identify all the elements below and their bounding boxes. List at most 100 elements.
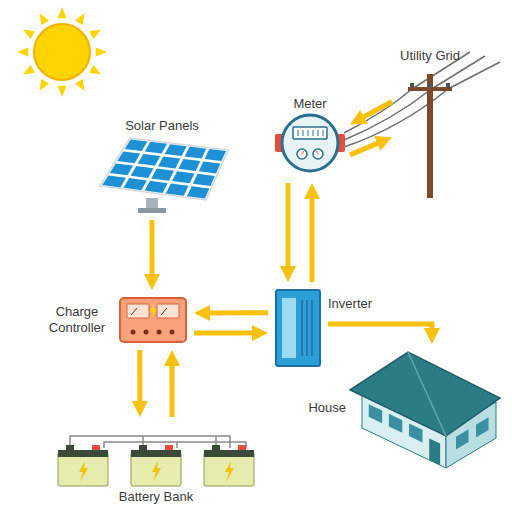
- battery-bank-icon: [225, 461, 234, 482]
- house-window: [429, 438, 440, 465]
- panel-cell: [145, 142, 167, 154]
- energy-flow-arrow: [350, 142, 381, 155]
- solar-panel-node: Solar Panels: [100, 138, 228, 212]
- sun-disc: [34, 24, 90, 80]
- panel-cell: [205, 149, 226, 161]
- inverter-node: Inverter: [276, 290, 320, 366]
- panel-cell: [110, 163, 133, 175]
- battery-bank-icon: [152, 461, 161, 482]
- power-wire: [344, 89, 412, 133]
- gauge-needle: [131, 308, 167, 315]
- component-label: House: [308, 400, 346, 416]
- controller-bolt: [150, 303, 157, 319]
- battery-bank-icon: [131, 450, 181, 457]
- panel-cell: [138, 154, 161, 166]
- panel-cell: [145, 181, 168, 193]
- component-label: Meter: [293, 96, 326, 112]
- meter-icon: [275, 115, 345, 171]
- panel-cell: [185, 147, 207, 159]
- controller-body: [120, 298, 186, 342]
- battery-bank-icon: [204, 450, 254, 457]
- insulator: [446, 83, 450, 88]
- house-window: [409, 423, 422, 442]
- battery-bank-icon: [165, 445, 173, 450]
- panel-cell: [125, 139, 148, 151]
- house-roof: [350, 352, 500, 436]
- sun-ray: [40, 13, 49, 25]
- panel-cell: [166, 184, 189, 196]
- power-wire: [448, 62, 500, 89]
- sun-ray: [40, 79, 49, 91]
- sun-ray: [96, 48, 107, 57]
- energy-flow-arrow: [194, 330, 256, 335]
- component-label: Solar Panels: [125, 118, 199, 134]
- meter-needle: [302, 151, 318, 154]
- power-wire: [344, 90, 430, 140]
- controller-led: [131, 330, 136, 335]
- controller-led: [157, 330, 162, 335]
- panel-cell: [151, 169, 174, 181]
- sun-ray: [75, 13, 84, 25]
- component-label: Inverter: [328, 296, 372, 312]
- battery-bank-icon: [204, 452, 254, 486]
- sun-ray: [89, 30, 101, 39]
- battery-bank-node: Battery Bank: [58, 425, 254, 486]
- panel-cell: [117, 151, 140, 163]
- sun-ray: [75, 79, 84, 91]
- insulator: [410, 83, 414, 88]
- charge-controller-node: Charge Controller: [120, 298, 186, 342]
- inverter-icon: [276, 290, 320, 366]
- meter-face: [282, 115, 338, 171]
- inverter-panel: [282, 298, 296, 358]
- energy-flow-arrow: [309, 195, 314, 282]
- energy-flow-arrow: [285, 183, 290, 270]
- house-window: [456, 429, 469, 449]
- meter-display: [293, 127, 327, 139]
- battery-bank-icon: [212, 445, 220, 450]
- inverter-body: [276, 290, 320, 366]
- panel-cell: [165, 144, 187, 156]
- panel-cell: [178, 159, 200, 171]
- utility-pole-icon: [408, 74, 452, 198]
- energy-flow-arrow: [361, 101, 392, 118]
- component-label: Utility Grid: [400, 48, 460, 64]
- pole-post: [427, 74, 433, 198]
- component-label: Battery Bank: [119, 489, 193, 505]
- sun-ray: [58, 7, 67, 18]
- battery-bank-icon: [139, 445, 147, 450]
- controller-gauge: [127, 304, 149, 318]
- panel-cell: [193, 174, 215, 186]
- panel-cell: [187, 186, 209, 198]
- panel-cell: [172, 171, 194, 183]
- panel-cell: [158, 156, 180, 168]
- panel-cell: [123, 178, 146, 190]
- house-node: House: [352, 352, 500, 470]
- battery-bank-icon: [131, 452, 181, 486]
- energy-flow-arrow: [206, 310, 268, 315]
- battery-bank-icon: [58, 450, 108, 457]
- controller-led: [144, 330, 149, 335]
- battery-bank-icon: [92, 445, 100, 450]
- house-window: [389, 414, 402, 433]
- sun-ray: [23, 30, 35, 39]
- sun-ray: [17, 7, 107, 97]
- utility-grid-node: Utility Grid: [400, 72, 460, 200]
- battery-bank-icon: [79, 461, 88, 482]
- energy-flow-arrow: [137, 350, 142, 405]
- battery-bank-icon: [58, 452, 108, 486]
- battery-bank-icon: [238, 445, 246, 450]
- house-window: [369, 404, 382, 423]
- sun-ray: [89, 65, 101, 74]
- panel-frame: [100, 138, 228, 200]
- house-icon: [350, 352, 500, 468]
- panel-cell: [102, 175, 126, 187]
- charge-controller-icon: [120, 298, 186, 342]
- meter-digit-marks: [298, 130, 323, 136]
- controller-led: [170, 330, 175, 335]
- battery-bank-icon: [58, 436, 254, 486]
- panel-cell: [131, 166, 154, 178]
- power-wire: [344, 52, 500, 147]
